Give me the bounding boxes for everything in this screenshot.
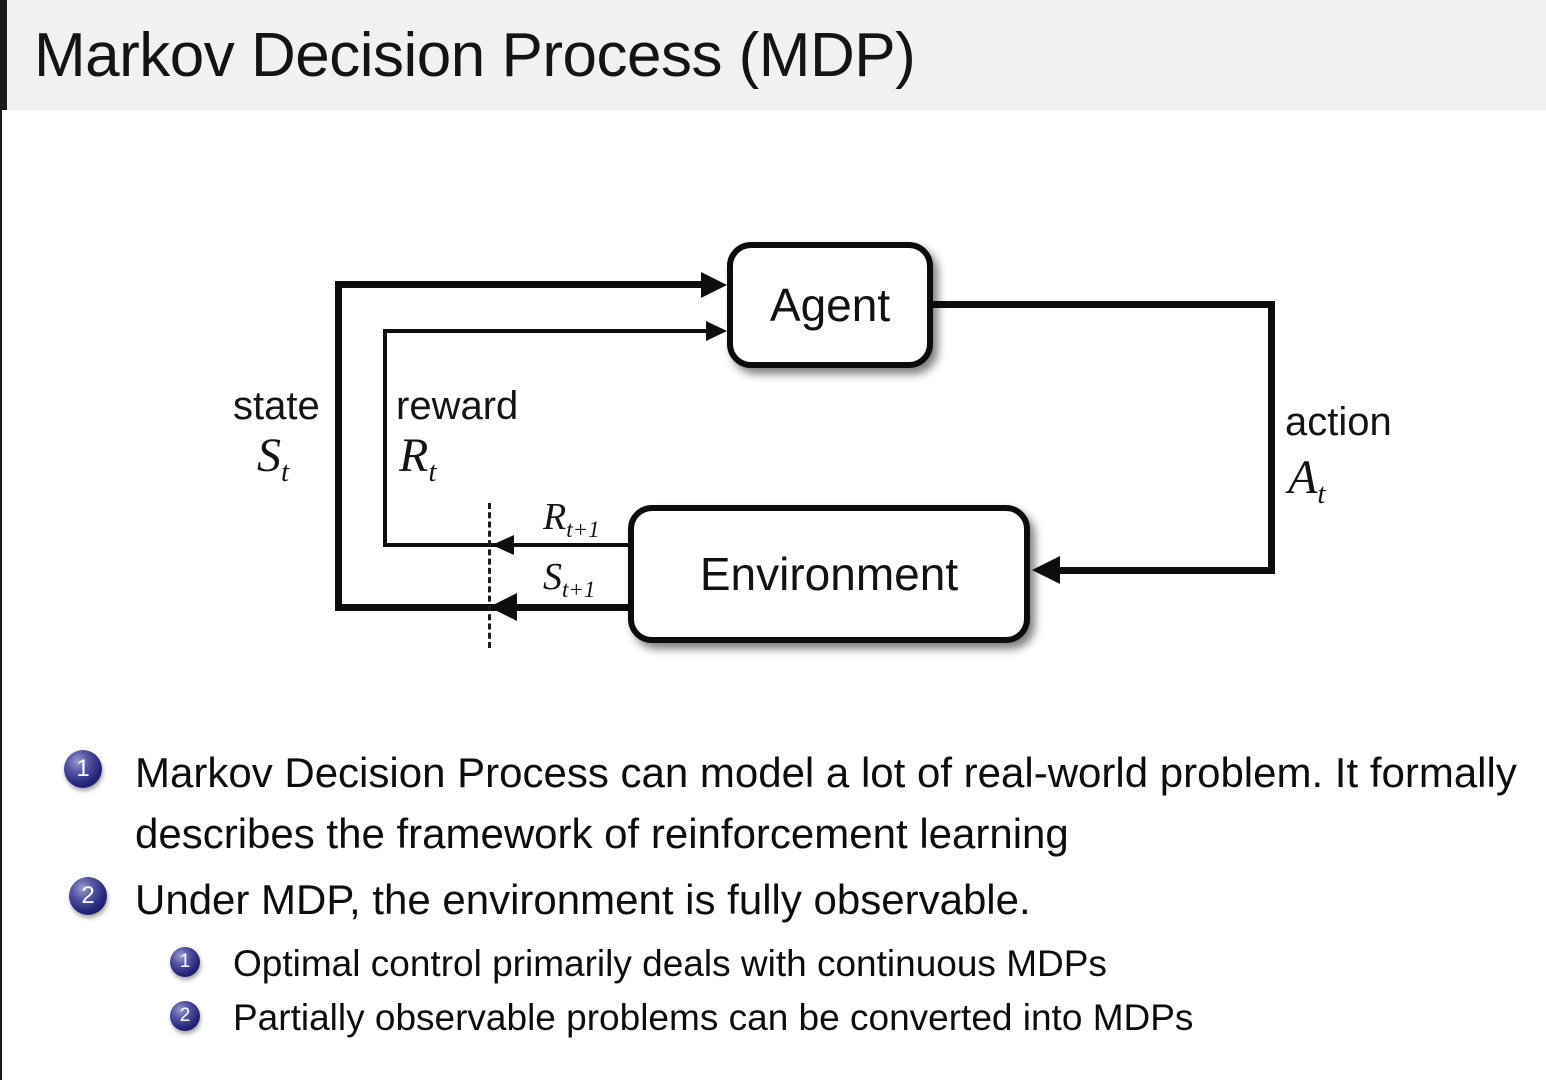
reward-line-vertical [383,329,387,547]
action-arrowhead-into-environment-icon [1032,556,1060,584]
action-line-vertical [1268,301,1275,574]
state-line-top [335,281,705,288]
next-reward-symbol: Rt+1 [543,496,600,542]
action-word-label: action [1285,400,1392,444]
left-edge-thin [0,0,2,1080]
bullet-2-text: Under MDP, the environment is fully obse… [135,876,1031,923]
subbullet-2-number-ball: 2 [170,1001,200,1031]
reward-line-top [383,329,713,333]
left-edge-thick [0,0,7,110]
reward-word-label: reward [396,384,519,428]
subbullet-2-text: Partially observable problems can be con… [233,997,1194,1038]
agent-label: Agent [769,279,891,331]
environment-label: Environment [699,548,959,600]
state-symbol: St [257,429,290,488]
page-title: Markov Decision Process (MDP) [34,20,916,90]
environment-node: Environment [628,505,1030,643]
reward-symbol: Rt [399,429,437,488]
next-reward-arrowhead-icon [492,535,514,555]
subbullet-1-number-ball: 1 [170,947,200,977]
state-arrowhead-into-agent-icon [701,272,727,298]
agent-node: Agent [727,242,933,368]
next-state-symbol: St+1 [543,556,596,602]
subbullet-1-text: Optimal control primarily deals with con… [233,943,1107,984]
reward-arrowhead-into-agent-icon [706,321,727,341]
action-line-top [921,301,1275,308]
state-line-vertical [335,281,342,611]
timestep-dashed-boundary [488,503,491,648]
state-word-label: state [233,384,320,428]
action-line-bottom [1046,567,1275,574]
action-symbol: At [1288,451,1326,510]
state-line-bottom [335,604,630,611]
bullet-2-number-ball: 2 [69,877,107,915]
bullet-1-text: Markov Decision Process can model a lot … [135,749,1517,857]
slide-header: Markov Decision Process (MDP) [0,0,1546,110]
next-state-arrowhead-icon [489,593,517,621]
bullet-1-number-ball: 1 [64,750,102,788]
